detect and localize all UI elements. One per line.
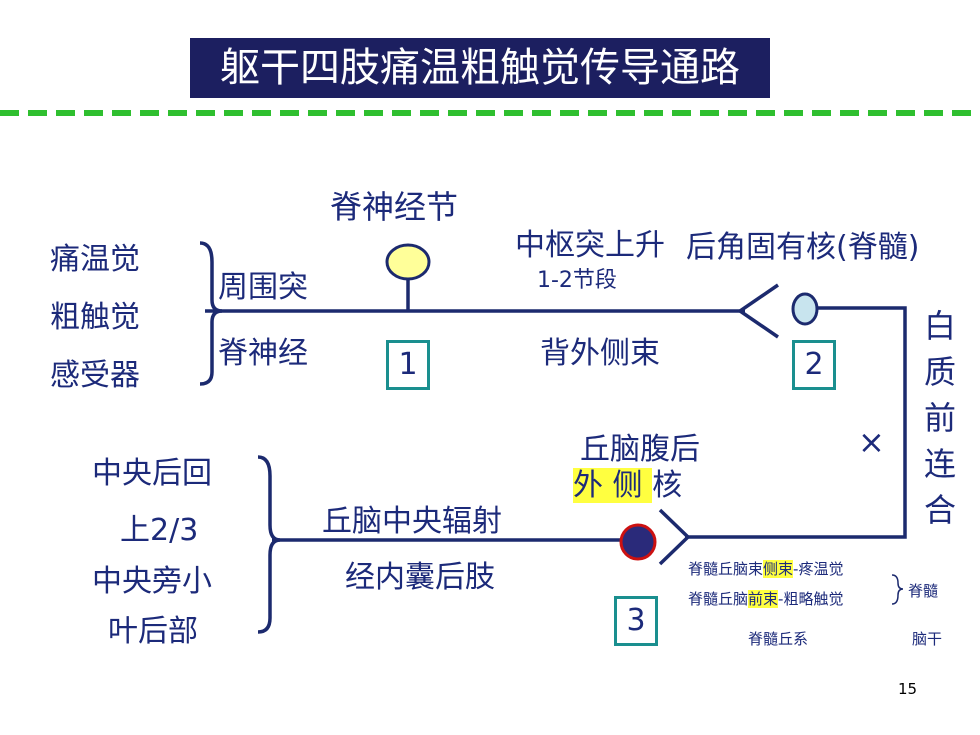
cortex-label-3: 中央旁小 [92,564,212,599]
neuron-number-1: 1 [386,340,430,390]
thalamus-nucleus-label-2: 外 侧 核 [573,460,682,504]
thalamus-highlight: 外 侧 [573,468,653,503]
spinal-cord-label: 脊髓 [908,582,939,600]
commissure-char: 连 [923,445,956,483]
internal-capsule-label: 经内囊后肢 [345,560,495,595]
commissure-char: 质 [923,353,956,391]
spinothalamic-system-label: 脊髓丘系 [748,630,809,648]
anterior-tract-suffix: -粗略触觉 [778,590,844,608]
spinal-ganglion-icon [385,243,431,281]
cortex-label-2: 上2/3 [120,513,199,548]
receptor-label-1: 痛温觉 [50,242,140,277]
synapse-arrow-3 [658,508,691,566]
segment-label: 1-2节段 [537,268,617,293]
dorsolateral-tract-label: 背外侧束 [540,336,660,371]
decussation-cross-mark: × [858,423,885,461]
commissure-char: 合 [923,491,956,529]
lateral-tract-prefix: 脊髓丘脑束 [688,560,764,578]
cortex-brace [257,455,281,634]
second-neuron-path [685,306,907,539]
neuron-3-body-icon [619,523,657,561]
central-process-label: 中枢突上升 [515,228,665,263]
anterior-tract-prefix: 脊髓丘脑 [688,590,749,608]
thalamus-suffix: 核 [652,468,683,503]
lateral-tract-highlight: 侧束 [763,560,794,578]
dashed-divider [0,110,980,116]
receptor-label-3: 感受器 [50,358,140,393]
commissure-char: 前 [923,399,956,437]
neuron-number-2: 2 [792,340,836,390]
page-title: 躯干四肢痛温粗触觉传导通路 [190,38,770,98]
peripheral-process-label: 周围突 [218,270,308,305]
commissure-char: 白 [923,307,956,345]
neuron-2-body-icon [791,292,819,326]
spinal-ganglion-label: 脊神经节 [330,188,459,226]
anterior-tract-highlight: 前束 [748,590,779,608]
neuron-number-3: 3 [614,596,658,646]
synapse-arrow-2 [736,283,779,339]
cortex-label-1: 中央后回 [92,456,212,491]
page-number: 15 [898,680,918,698]
receptor-label-2: 粗触觉 [50,300,140,335]
thalamocortical-radiation-label: 丘脑中央辐射 [322,504,502,539]
receptor-brace [199,241,223,386]
cortex-label-4: 叶后部 [108,614,198,649]
dorsal-horn-nucleus-label: 后角固有核(脊髓) [686,230,920,265]
anterior-tract-label: 脊髓丘脑前束-粗略触觉 [688,588,843,609]
spinal-nerve-label: 脊神经 [218,336,308,371]
tract-brace [891,574,904,605]
white-commissure-label: 白 质 前 连 合 [920,303,960,533]
lateral-tract-suffix: -疼温觉 [793,560,844,578]
thalamus-nucleus-label-1: 丘脑腹后 [580,432,700,467]
brainstem-label: 脑干 [912,630,943,648]
lateral-tract-label: 脊髓丘脑束侧束-疼温觉 [688,558,843,579]
